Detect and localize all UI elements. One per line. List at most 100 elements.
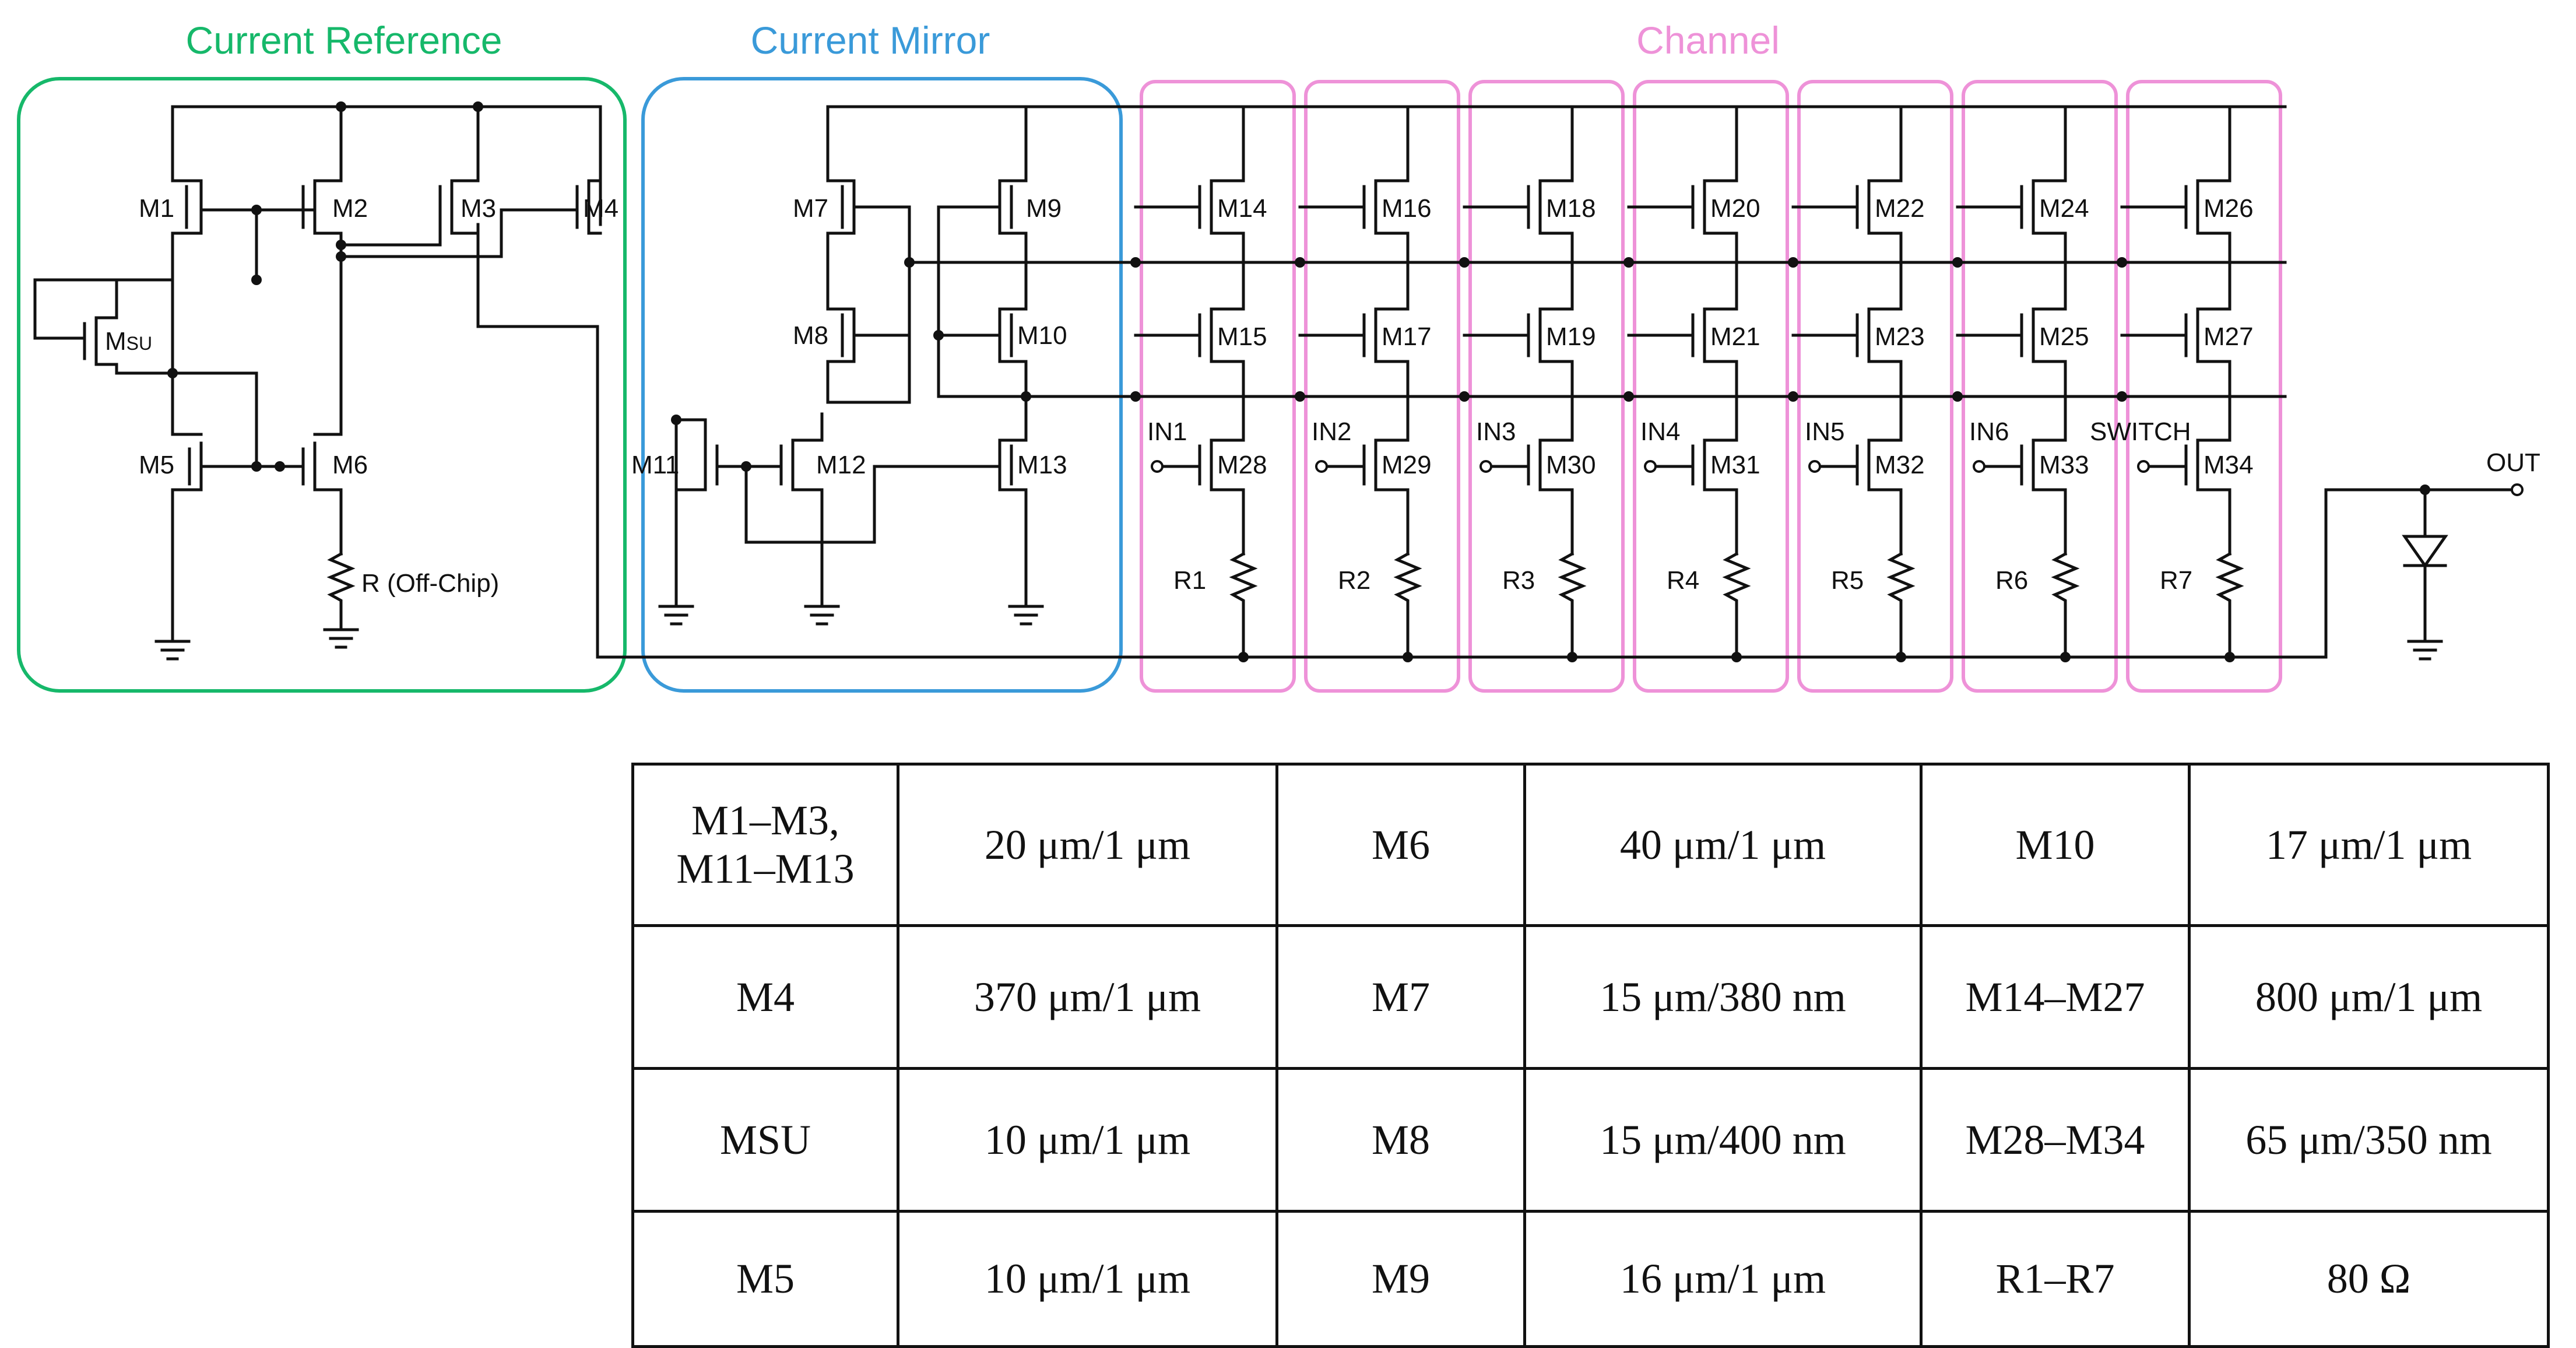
table-cell: 370 μm/1 μm bbox=[897, 924, 1278, 1070]
schematic: Current Reference Current Mirror Channel bbox=[17, 19, 2540, 693]
label-m20: M20 bbox=[1710, 194, 1760, 223]
switch-label: SWITCH bbox=[2090, 417, 2191, 446]
label-m14: M14 bbox=[1217, 194, 1267, 223]
table-cell: M1–M3, M11–M13 bbox=[631, 763, 899, 927]
current-mirror-box bbox=[641, 77, 1123, 693]
label-m31: M31 bbox=[1710, 451, 1760, 479]
label-m15: M15 bbox=[1217, 322, 1267, 351]
table-cell: 40 μm/1 μm bbox=[1523, 763, 1923, 927]
label-m21: M21 bbox=[1710, 322, 1760, 351]
label-m6: M6 bbox=[332, 451, 368, 479]
label-r3: R3 bbox=[1502, 566, 1535, 595]
label-in3: IN3 bbox=[1476, 417, 1516, 446]
label-in1: IN1 bbox=[1147, 417, 1187, 446]
table-cell: R1–R7 bbox=[1920, 1210, 2191, 1348]
label-m28: M28 bbox=[1217, 451, 1267, 479]
label-m11: M11 bbox=[631, 451, 679, 479]
label-m12: M12 bbox=[816, 451, 866, 479]
label-in5: IN5 bbox=[1805, 417, 1844, 446]
label-r-offchip: R (Off-Chip) bbox=[361, 569, 499, 598]
table-cell: 10 μm/1 μm bbox=[897, 1067, 1278, 1213]
transistor-m7 bbox=[826, 179, 911, 311]
table-cell: 80 Ω bbox=[2188, 1210, 2550, 1348]
out-label: OUT bbox=[2486, 448, 2540, 477]
channel-box-5 bbox=[1797, 80, 1953, 693]
label-m16: M16 bbox=[1382, 194, 1432, 223]
label-m33: M33 bbox=[2039, 451, 2089, 479]
transistor-m3 bbox=[438, 105, 480, 235]
table-cell: 15 μm/400 nm bbox=[1523, 1067, 1923, 1213]
transistor-m10 bbox=[937, 307, 1028, 398]
transistor-m8 bbox=[826, 307, 911, 404]
label-msu: MSU bbox=[105, 327, 152, 356]
current-reference-box bbox=[17, 77, 627, 693]
label-m8: M8 bbox=[793, 321, 828, 350]
table-cell: 10 μm/1 μm bbox=[897, 1210, 1278, 1348]
label-m2: M2 bbox=[332, 194, 368, 223]
channel-box-7 bbox=[2126, 80, 2282, 693]
channel-box-1 bbox=[1140, 80, 1296, 693]
label-in2: IN2 bbox=[1312, 417, 1351, 446]
label-m17: M17 bbox=[1382, 322, 1432, 351]
current-reference-title: Current Reference bbox=[186, 19, 502, 62]
label-m10: M10 bbox=[1017, 321, 1067, 350]
table-cell: M4 bbox=[631, 924, 899, 1070]
label-m29: M29 bbox=[1382, 451, 1432, 479]
table-cell: 16 μm/1 μm bbox=[1523, 1210, 1923, 1348]
transistor-m11 bbox=[674, 418, 719, 608]
table-cell: 65 μm/350 nm bbox=[2188, 1067, 2550, 1213]
label-r6: R6 bbox=[1995, 566, 2028, 595]
label-m3: M3 bbox=[461, 194, 496, 223]
table-cell: M7 bbox=[1275, 924, 1526, 1070]
label-r4: R4 bbox=[1667, 566, 1699, 595]
table-cell: M6 bbox=[1275, 763, 1526, 927]
table-cell: M5 bbox=[631, 1210, 899, 1348]
label-r7: R7 bbox=[2160, 566, 2192, 595]
label-m19: M19 bbox=[1546, 322, 1596, 351]
current-reference-circuit bbox=[33, 101, 602, 661]
channel-box-3 bbox=[1468, 80, 1625, 693]
table-cell: 17 μm/1 μm bbox=[2188, 763, 2550, 927]
label-m27: M27 bbox=[2204, 322, 2254, 351]
transistor-m13 bbox=[744, 395, 1028, 608]
table-cell: M14–M27 bbox=[1920, 924, 2191, 1070]
label-r2: R2 bbox=[1338, 566, 1370, 595]
label-m30: M30 bbox=[1546, 451, 1596, 479]
label-m4: M4 bbox=[583, 194, 618, 223]
label-in6: IN6 bbox=[1969, 417, 2009, 446]
label-m26: M26 bbox=[2204, 194, 2254, 223]
label-r1: R1 bbox=[1173, 566, 1206, 595]
transistor-m2 bbox=[301, 105, 343, 255]
label-m34: M34 bbox=[2204, 451, 2254, 479]
supply-rails bbox=[171, 105, 2514, 659]
channel-boxes bbox=[1140, 80, 2282, 693]
table-cell: MSU bbox=[631, 1067, 899, 1213]
label-m1: M1 bbox=[139, 194, 174, 223]
transistor-m12 bbox=[779, 412, 824, 608]
channel-box-6 bbox=[1962, 80, 2118, 693]
transistor-m9 bbox=[937, 179, 1028, 398]
label-m18: M18 bbox=[1546, 194, 1596, 223]
label-m13: M13 bbox=[1017, 451, 1067, 479]
transistor-m1 bbox=[171, 105, 203, 255]
label-m25: M25 bbox=[2039, 322, 2089, 351]
label-m32: M32 bbox=[1875, 451, 1925, 479]
transistor-m5 bbox=[171, 433, 203, 643]
channel-box-2 bbox=[1304, 80, 1460, 693]
mirror-labels: M7 M9 M8 M10 M11 M12 M13 bbox=[631, 194, 1067, 479]
reference-labels: M1 M2 M3 M4 MSU M5 M6 R (Off-Chip) bbox=[105, 194, 618, 598]
label-r5: R5 bbox=[1831, 566, 1864, 595]
channel-title: Channel bbox=[1636, 19, 1780, 62]
label-m22: M22 bbox=[1875, 194, 1925, 223]
label-m5: M5 bbox=[139, 451, 174, 479]
